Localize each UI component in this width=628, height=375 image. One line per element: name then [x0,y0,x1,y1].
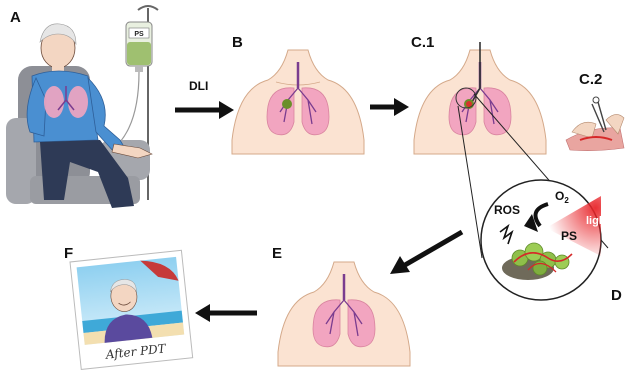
torso-b [232,50,364,154]
panel-a: A PS [6,6,158,208]
panel-label-c2: C.2 [579,71,602,88]
polaroid-photo: After PDT [70,250,193,369]
surgery-illustration [566,97,624,151]
panel-d: light ROS O2 PS D [481,180,622,304]
light-label: light [586,215,610,227]
panel-label-d: D [611,287,622,304]
tumor-b [282,99,292,109]
panel-label-c1: C.1 [411,34,434,51]
patient-right-lung [68,86,88,118]
ros-label: ROS [494,203,520,217]
iv-bag: PS [126,22,152,72]
arrow-d-to-e [390,232,462,274]
panel-b: B [232,34,364,154]
panel-c2: C.2 [566,71,624,151]
panel-label-e: E [272,245,282,262]
panel-label-b: B [232,34,243,51]
ps-label: PS [561,229,577,243]
arrow-e-to-f [195,304,257,322]
iv-bag-label: PS [134,31,144,38]
arrow-b-to-c1 [370,98,409,116]
panel-e: E [272,245,410,366]
panel-label-f: F [64,245,73,262]
torso-e [278,262,410,366]
arrow-a-to-b: DLI [175,79,234,119]
iv-tube [120,72,139,142]
panel-f: F After PDT [64,245,193,369]
patient-left-lung [44,86,64,118]
dli-label: DLI [189,79,208,93]
torso-c1 [414,42,546,154]
panel-label-a: A [10,9,21,26]
